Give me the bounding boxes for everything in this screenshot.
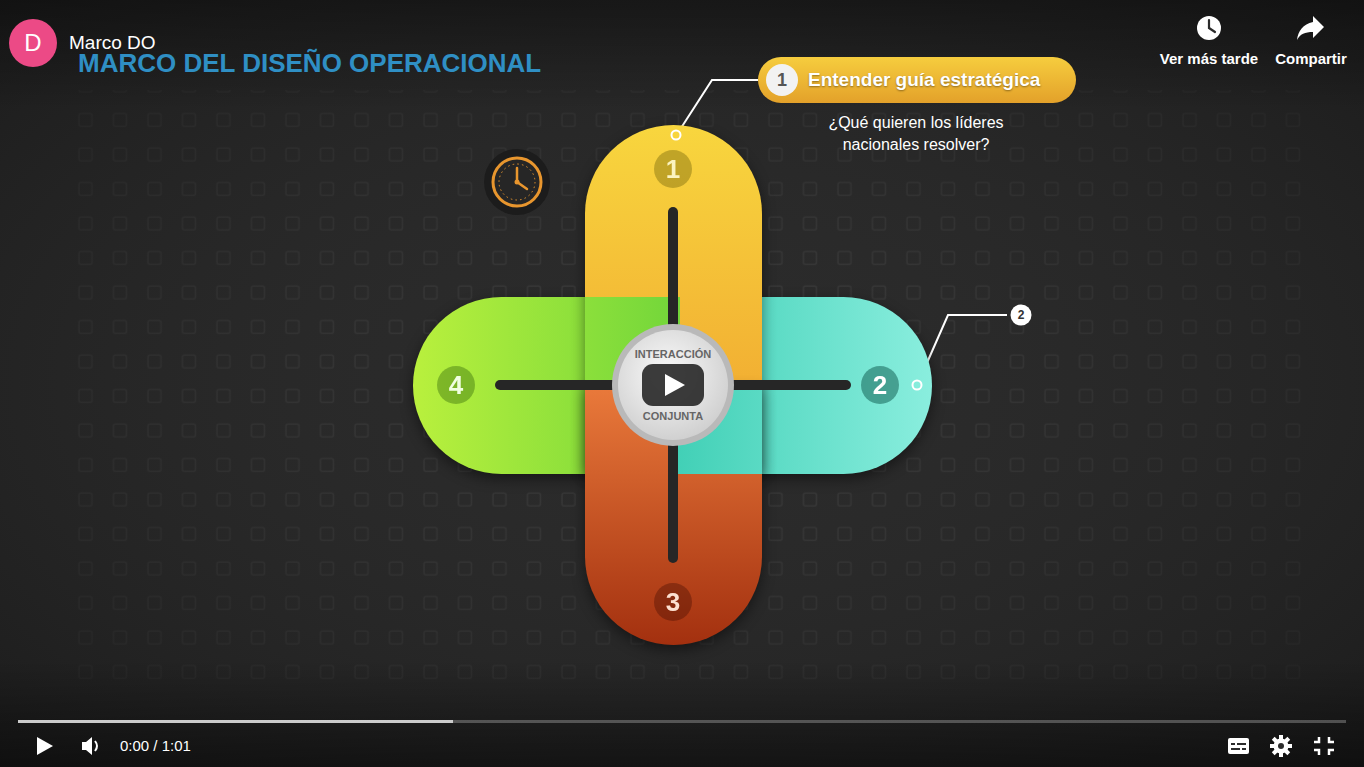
- progress-track: [18, 720, 1346, 723]
- step-number: 2: [861, 366, 899, 404]
- settings-icon: [1270, 735, 1292, 757]
- video-title: Marco DO: [69, 32, 156, 54]
- step-callout-pill: 1 Entender guía estratégica: [758, 57, 1076, 103]
- play-icon: [37, 737, 53, 755]
- channel-avatar: D: [9, 19, 57, 67]
- step-title: Entender guía estratégica: [808, 57, 1040, 103]
- volume-icon: [82, 737, 97, 755]
- video-play-button: [642, 364, 704, 406]
- node-outline: [611, 323, 735, 447]
- watch-later-icon: [1197, 16, 1221, 40]
- slide-title: MARCO DEL DISEÑO OPERACIONAL: [78, 49, 541, 77]
- progress-buffer: [18, 720, 453, 723]
- callout-number: 2: [1010, 304, 1032, 326]
- step-number: 3: [654, 583, 692, 621]
- node-text: 2: [1010, 304, 1032, 326]
- fullscreen-exit-icon: [1314, 737, 1334, 755]
- callout-number: 1: [766, 64, 798, 96]
- step-number: 1: [654, 150, 692, 188]
- avatar-letter: D: [9, 19, 57, 67]
- clock-icon: [484, 149, 550, 215]
- step-number: 4: [437, 366, 475, 404]
- time-display: 0:00 / 1:01: [120, 737, 191, 755]
- hub-label: INTERACCIÓN CONJUNTA: [623, 323, 723, 447]
- center-hub: INTERACCIÓN CONJUNTA: [611, 323, 735, 447]
- button-label: Ver más tarde: [1148, 50, 1270, 68]
- node-text: 1: [766, 64, 798, 96]
- share-icon: [1297, 16, 1324, 40]
- button-label: Compartir: [1268, 50, 1354, 68]
- subtitles-icon: [1228, 738, 1249, 754]
- question-text: ¿Qué quieren los líderes nacionales reso…: [806, 112, 1026, 156]
